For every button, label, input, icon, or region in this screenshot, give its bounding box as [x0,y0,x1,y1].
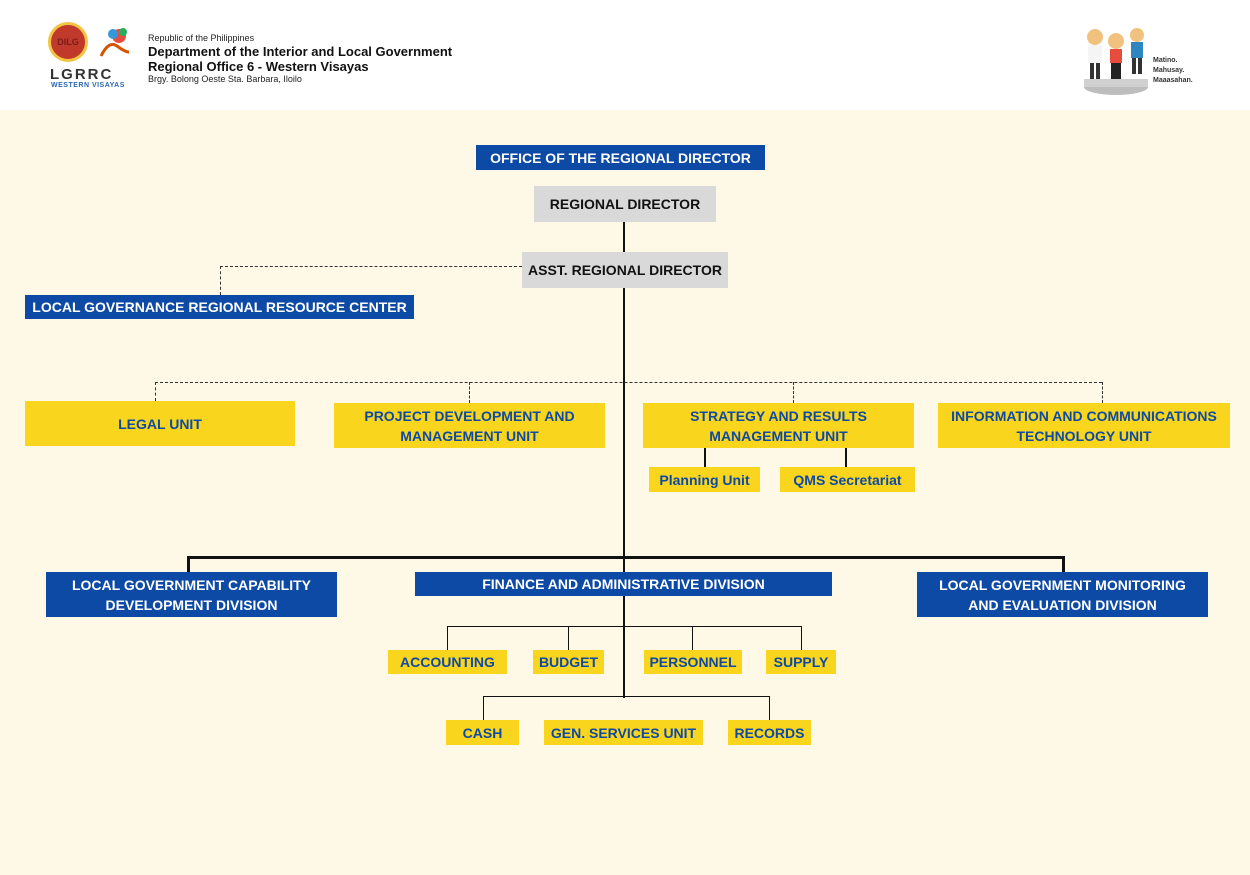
agency-block: Republic of the Philippines Department o… [148,33,452,85]
tagline-line-3: Maaasahan. [1153,77,1193,84]
connector-srmu [793,382,794,403]
connector-qms [845,447,847,467]
address-text: Brgy. Bolong Oeste Sta. Barbara, Iloilo [148,74,302,84]
tagline: Matino. Mahusay. Maaasahan. [1153,56,1193,86]
pdmu-box: PROJECT DEVELOPMENT AND MANAGEMENT UNIT [334,403,605,448]
department-text: Department of the Interior and Local Gov… [148,44,453,59]
tagline-line-1: Matino. [1153,57,1178,64]
mascot-icon [1084,28,1148,95]
connector-accounting [447,626,448,650]
personnel-box: PERSONNEL [644,650,742,674]
connector-budget [568,626,569,650]
logo-region: WESTERN VISAYAS [51,82,125,89]
page-header: DILG LGRRC WESTERN VISAYAS Republic of t… [0,0,1250,110]
dilg-seal-icon: DILG [48,22,88,62]
regional-office-text: Regional Office 6 - Western Visayas [148,59,369,74]
connector-lgrrc-vertical [220,266,221,295]
budget-box: BUDGET [533,650,604,674]
org-chart-background [0,110,1250,875]
connector-supply [801,626,802,650]
planning-unit-box: Planning Unit [649,467,760,492]
fad-box: FINANCE AND ADMINISTRATIVE DIVISION [415,572,832,596]
connector-rd-ard [623,222,625,252]
cash-box: CASH [446,720,519,745]
lgrrc-box: LOCAL GOVERNANCE REGIONAL RESOURCE CENTE… [25,295,414,319]
ribbon-icon [99,28,130,57]
lgcdd-box: LOCAL GOVERNMENT CAPABILITY DEVELOPMENT … [46,572,337,617]
connector-legal [155,382,156,401]
seal-label: DILG [57,37,79,47]
republic-text: Republic of the Philippines [148,33,255,43]
supply-box: SUPPLY [766,650,836,674]
connector-lgrrc-horizontal [220,266,522,267]
connector-divisions-horizontal [187,556,1064,559]
gen-services-unit-box: GEN. SERVICES UNIT [544,720,703,745]
asst-regional-director-box: ASST. REGIONAL DIRECTOR [522,252,728,288]
lgmed-box: LOCAL GOVERNMENT MONITORING AND EVALUATI… [917,572,1208,617]
lgrrc-logo: DILG LGRRC WESTERN VISAYAS [45,20,135,90]
connector-lgcdd [187,556,190,572]
connector-records [769,696,770,720]
legal-unit-box: LEGAL UNIT [25,401,295,446]
connector-planning [704,447,706,467]
accounting-box: ACCOUNTING [388,650,507,674]
connector-units-horizontal [155,382,1102,383]
logo-name: LGRRC [50,66,114,83]
connector-cash [483,696,484,720]
connector-ictu [1102,382,1103,403]
records-box: RECORDS [728,720,811,745]
regional-director-box: REGIONAL DIRECTOR [534,186,716,222]
office-of-regional-director-box: OFFICE OF THE REGIONAL DIRECTOR [476,145,765,170]
connector-fad-units-horizontal [447,626,802,627]
connector-lgmed [1062,556,1065,572]
ictu-box: INFORMATION AND COMMUNICATIONS TECHNOLOG… [938,403,1230,448]
tagline-line-2: Mahusay. [1153,67,1185,74]
qms-secretariat-box: QMS Secretariat [780,467,915,492]
connector-pdmu [469,382,470,403]
connector-fad-lower-horizontal [483,696,770,697]
connector-personnel [692,626,693,650]
connector-main-vertical [623,222,625,698]
srmu-box: STRATEGY AND RESULTS MANAGEMENT UNIT [643,403,914,448]
